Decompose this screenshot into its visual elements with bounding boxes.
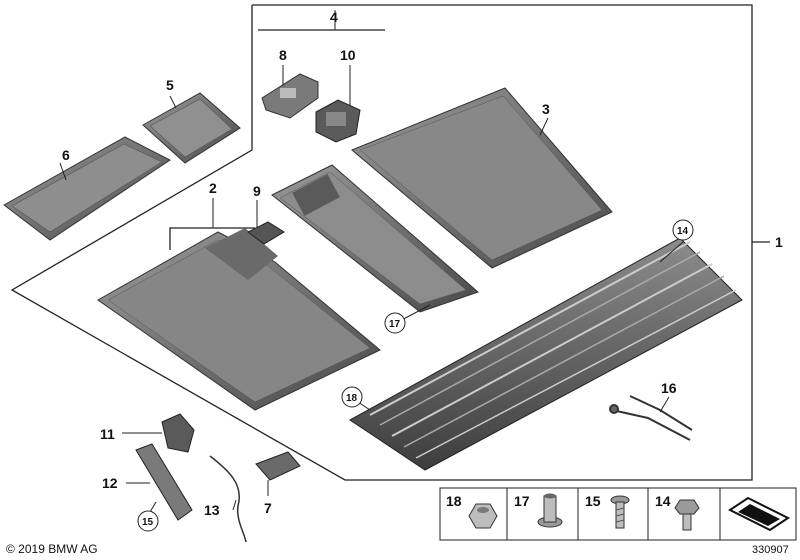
callout-13: 13 xyxy=(204,502,220,518)
part-1-rail-frame xyxy=(349,237,743,471)
callout-3: 3 xyxy=(542,101,550,117)
part-10-latch xyxy=(315,99,361,143)
callout-15-circled: 15 xyxy=(137,510,159,532)
screw-icon xyxy=(610,495,630,529)
part-12-bracket xyxy=(135,443,193,521)
legend-number-14: 14 xyxy=(655,493,671,509)
callout-4: 4 xyxy=(330,9,338,25)
legend-number-17: 17 xyxy=(514,493,530,509)
callout-17: 17 xyxy=(389,319,401,330)
callout-6: 6 xyxy=(62,147,70,163)
part-6-floor-mat xyxy=(3,136,171,241)
leader-lines xyxy=(59,10,684,513)
kit-arrow-icon xyxy=(728,496,790,532)
part-7-plate xyxy=(255,451,301,481)
legend-number-18: 18 xyxy=(446,493,462,509)
callout-7: 7 xyxy=(264,500,272,516)
callout-10: 10 xyxy=(340,47,356,63)
nut-icon xyxy=(468,503,498,529)
callout-5: 5 xyxy=(166,77,174,93)
bolt-icon xyxy=(674,499,700,531)
part-11-hinge xyxy=(161,413,195,453)
callout-9: 9 xyxy=(253,183,261,199)
callout-17-circled: 17 xyxy=(384,312,406,334)
callout-8: 8 xyxy=(279,47,287,63)
callout-1: 1 xyxy=(775,234,783,250)
callout-18: 18 xyxy=(346,393,358,404)
catalog-number: 330907 xyxy=(752,544,789,556)
group-outline xyxy=(10,4,770,481)
callout-11: 11 xyxy=(100,426,115,442)
callout-12: 12 xyxy=(102,475,118,491)
fastener-legend: 18 17 15 14 xyxy=(439,487,797,541)
callout-18-circled: 18 xyxy=(341,386,363,408)
callout-15: 15 xyxy=(142,517,154,528)
rivet-nut-icon xyxy=(537,493,563,528)
callout-2: 2 xyxy=(209,180,217,196)
callout-14: 14 xyxy=(677,226,689,237)
callout-14-circled: 14 xyxy=(672,219,694,241)
part-2-floor-panel xyxy=(97,228,381,411)
part-8-bracket xyxy=(261,73,319,119)
part-5-small-tray xyxy=(142,92,241,164)
part-16-strap xyxy=(609,395,693,441)
copyright-text: © 2019 BMW AG xyxy=(6,542,98,556)
callout-16: 16 xyxy=(661,380,677,396)
part-3-cover-panel xyxy=(351,87,613,269)
part-13-cable xyxy=(209,455,247,543)
legend-number-15: 15 xyxy=(585,493,601,509)
part-4-center-board xyxy=(271,164,479,313)
